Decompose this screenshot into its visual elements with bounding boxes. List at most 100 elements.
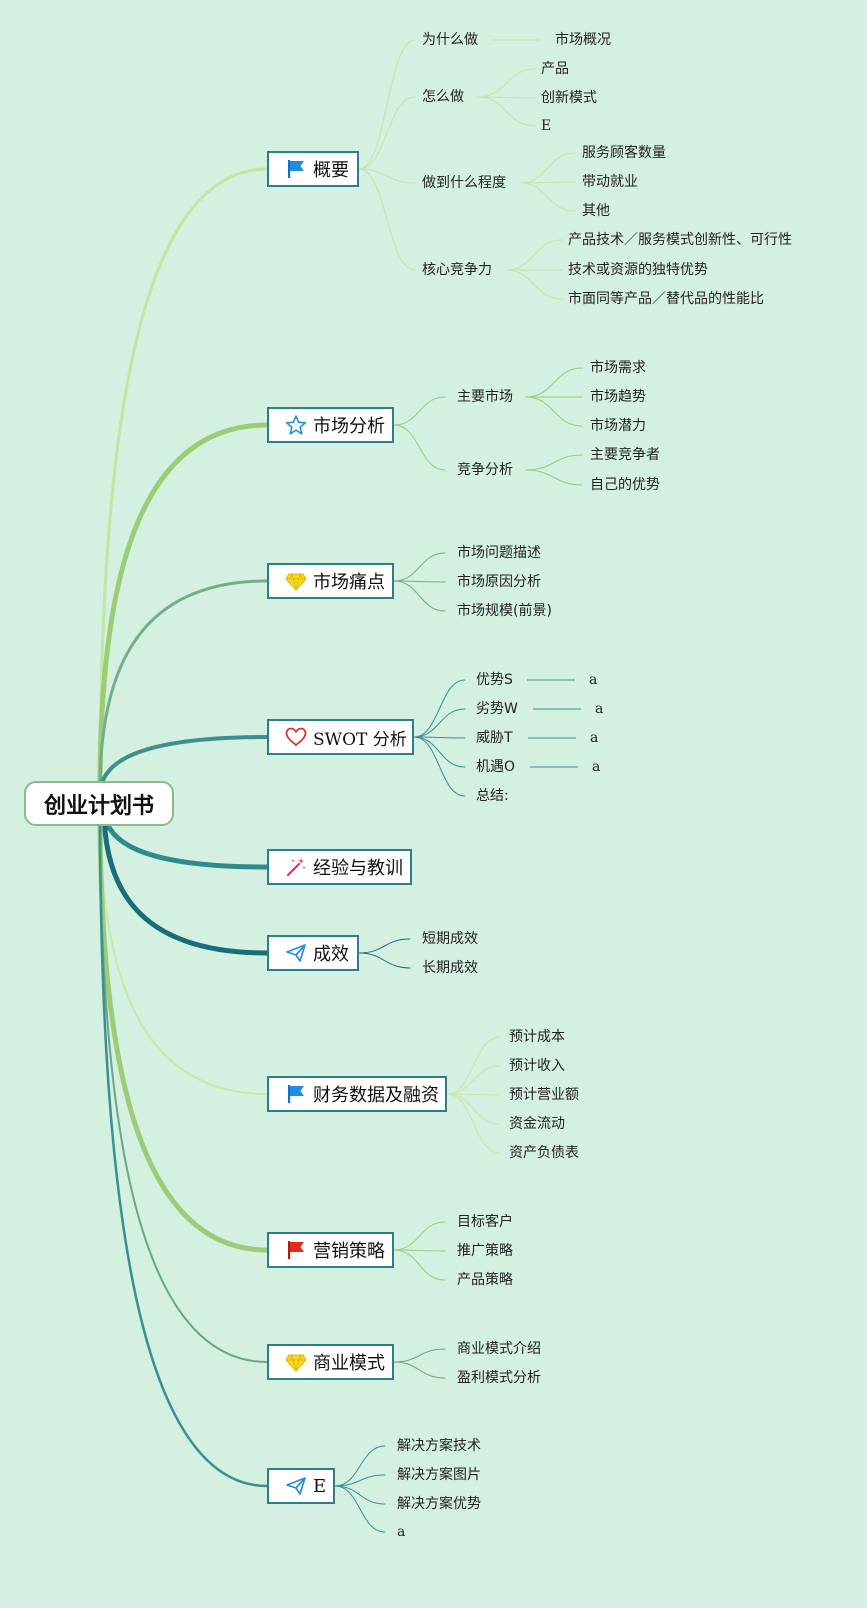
heart-icon [285,726,307,748]
topic-leaf[interactable]: a [589,672,598,688]
paper-plane-icon [285,942,307,964]
topic-leaf[interactable]: 产品 [541,61,569,77]
branch-label: 商业模式 [313,1353,385,1374]
subtopic-node[interactable]: 总结: [476,788,509,804]
topic-leaf[interactable]: 市面同等产品／替代品的性能比 [568,291,764,307]
topic-leaf[interactable]: 盈利模式分析 [457,1370,541,1386]
topic-leaf[interactable]: 市场趋势 [590,389,646,405]
branch-node-marketing[interactable]: 营销策略 [267,1232,394,1268]
child-connector [393,580,446,612]
topic-leaf[interactable]: 预计成本 [509,1029,565,1045]
topic-leaf[interactable]: 主要竞争者 [590,447,660,463]
branch-node-overview[interactable]: 概要 [267,151,359,187]
topic-leaf[interactable]: 自己的优势 [590,477,660,493]
topic-leaf[interactable]: 技术或资源的独特优势 [568,262,708,278]
subtopic-node[interactable]: 主要市场 [457,389,513,405]
child-connector [393,580,446,583]
paper-plane-icon [285,1475,307,1497]
branch-node-results[interactable]: 成效 [267,935,359,971]
topic-leaf[interactable]: 预计营业额 [509,1087,579,1103]
topic-leaf[interactable]: a [590,730,599,746]
branch-node-pain-points[interactable]: 市场痛点 [267,563,394,599]
topic-leaf[interactable]: 解决方案图片 [397,1467,481,1483]
topic-leaf[interactable]: a [592,759,601,775]
subtopic-node[interactable]: 做到什么程度 [422,175,506,191]
branch-connector [98,167,269,792]
child-connector [519,152,576,184]
branch-node-market-analysis[interactable]: 市场分析 [267,407,394,443]
child-connector [358,39,416,170]
topic-leaf[interactable]: a [595,701,604,717]
child-connector [393,1348,446,1363]
child-connector [413,736,466,768]
topic-leaf[interactable]: 产品技术／服务模式创新性、可行性 [568,232,792,248]
subtopic-node[interactable]: 威胁T [476,730,513,746]
topic-leaf[interactable]: 资产负债表 [509,1145,579,1161]
subtopic-node[interactable]: 核心竞争力 [422,262,492,278]
topic-leaf[interactable]: 商业模式介绍 [457,1341,541,1357]
topic-leaf[interactable]: 长期成效 [422,960,478,976]
topic-leaf[interactable]: 解决方案优势 [397,1496,481,1512]
topic-leaf[interactable]: 解决方案技术 [397,1438,481,1454]
child-connector [393,424,446,471]
topic-leaf[interactable]: 短期成效 [422,931,478,947]
branch-connector [97,422,270,793]
topic-leaf[interactable]: 市场概况 [555,32,611,48]
child-connector [519,182,576,212]
subtopic-node[interactable]: 怎么做 [422,89,464,105]
child-connector [446,1093,501,1125]
branch-node-e[interactable]: E [267,1468,335,1504]
branch-node-lessons[interactable]: 经验与教训 [267,849,412,885]
topic-leaf[interactable]: 推广策略 [457,1243,513,1259]
child-connector [505,269,563,300]
branch-node-finance[interactable]: 财务数据及融资 [267,1076,447,1112]
topic-leaf[interactable]: 市场规模(前景) [457,603,552,619]
branch-label: SWOT 分析 [313,729,407,750]
branch-node-swot[interactable]: SWOT 分析 [267,719,414,755]
topic-leaf[interactable]: E [541,118,552,134]
child-connector [413,736,466,797]
topic-leaf[interactable]: 预计收入 [509,1058,565,1074]
branch-connector [98,806,269,1488]
topic-leaf[interactable]: 目标客户 [457,1214,513,1230]
child-connector [393,1361,446,1379]
topic-leaf[interactable]: 市场原因分析 [457,574,541,590]
subtopic-node[interactable]: 机遇O [476,759,516,775]
child-connector [393,1249,446,1252]
topic-leaf[interactable]: 市场潜力 [590,418,646,434]
topic-leaf[interactable]: a [397,1524,406,1540]
topic-leaf[interactable]: 产品策略 [457,1272,513,1288]
child-connector [334,1474,386,1487]
topic-leaf[interactable]: 创新模式 [541,90,597,106]
subtopic-node[interactable]: 竞争分析 [457,462,513,478]
branch-label: 成效 [313,944,349,965]
child-connector [525,469,583,486]
diamond-icon [285,570,307,592]
magic-wand-icon [285,856,307,878]
subtopic-node[interactable]: 优势S [476,672,513,688]
branch-label: 经验与教训 [313,858,403,879]
branch-label: 市场痛点 [313,572,385,593]
star-icon [285,414,307,436]
child-connector [393,1221,446,1251]
child-connector [334,1485,386,1505]
subtopic-node[interactable]: 劣势W [476,701,518,717]
child-connector [519,181,576,184]
topic-leaf[interactable]: 市场需求 [590,360,646,376]
branch-node-business-model[interactable]: 商业模式 [267,1344,394,1380]
child-connector [358,96,416,170]
child-connector [525,396,583,427]
branch-connector [101,805,270,956]
child-connector [525,367,583,398]
topic-leaf[interactable]: 其他 [582,203,610,219]
child-connector [413,736,466,739]
root-node[interactable]: 创业计划书 [24,781,174,826]
subtopic-node[interactable]: 为什么做 [422,32,478,48]
topic-leaf[interactable]: 市场问题描述 [457,545,541,561]
topic-leaf[interactable]: 带动就业 [582,174,638,190]
branch-label: 市场分析 [313,416,385,437]
topic-leaf[interactable]: 资金流动 [509,1116,565,1132]
topic-leaf[interactable]: 服务顾客数量 [582,145,666,161]
child-connector [446,1093,501,1154]
